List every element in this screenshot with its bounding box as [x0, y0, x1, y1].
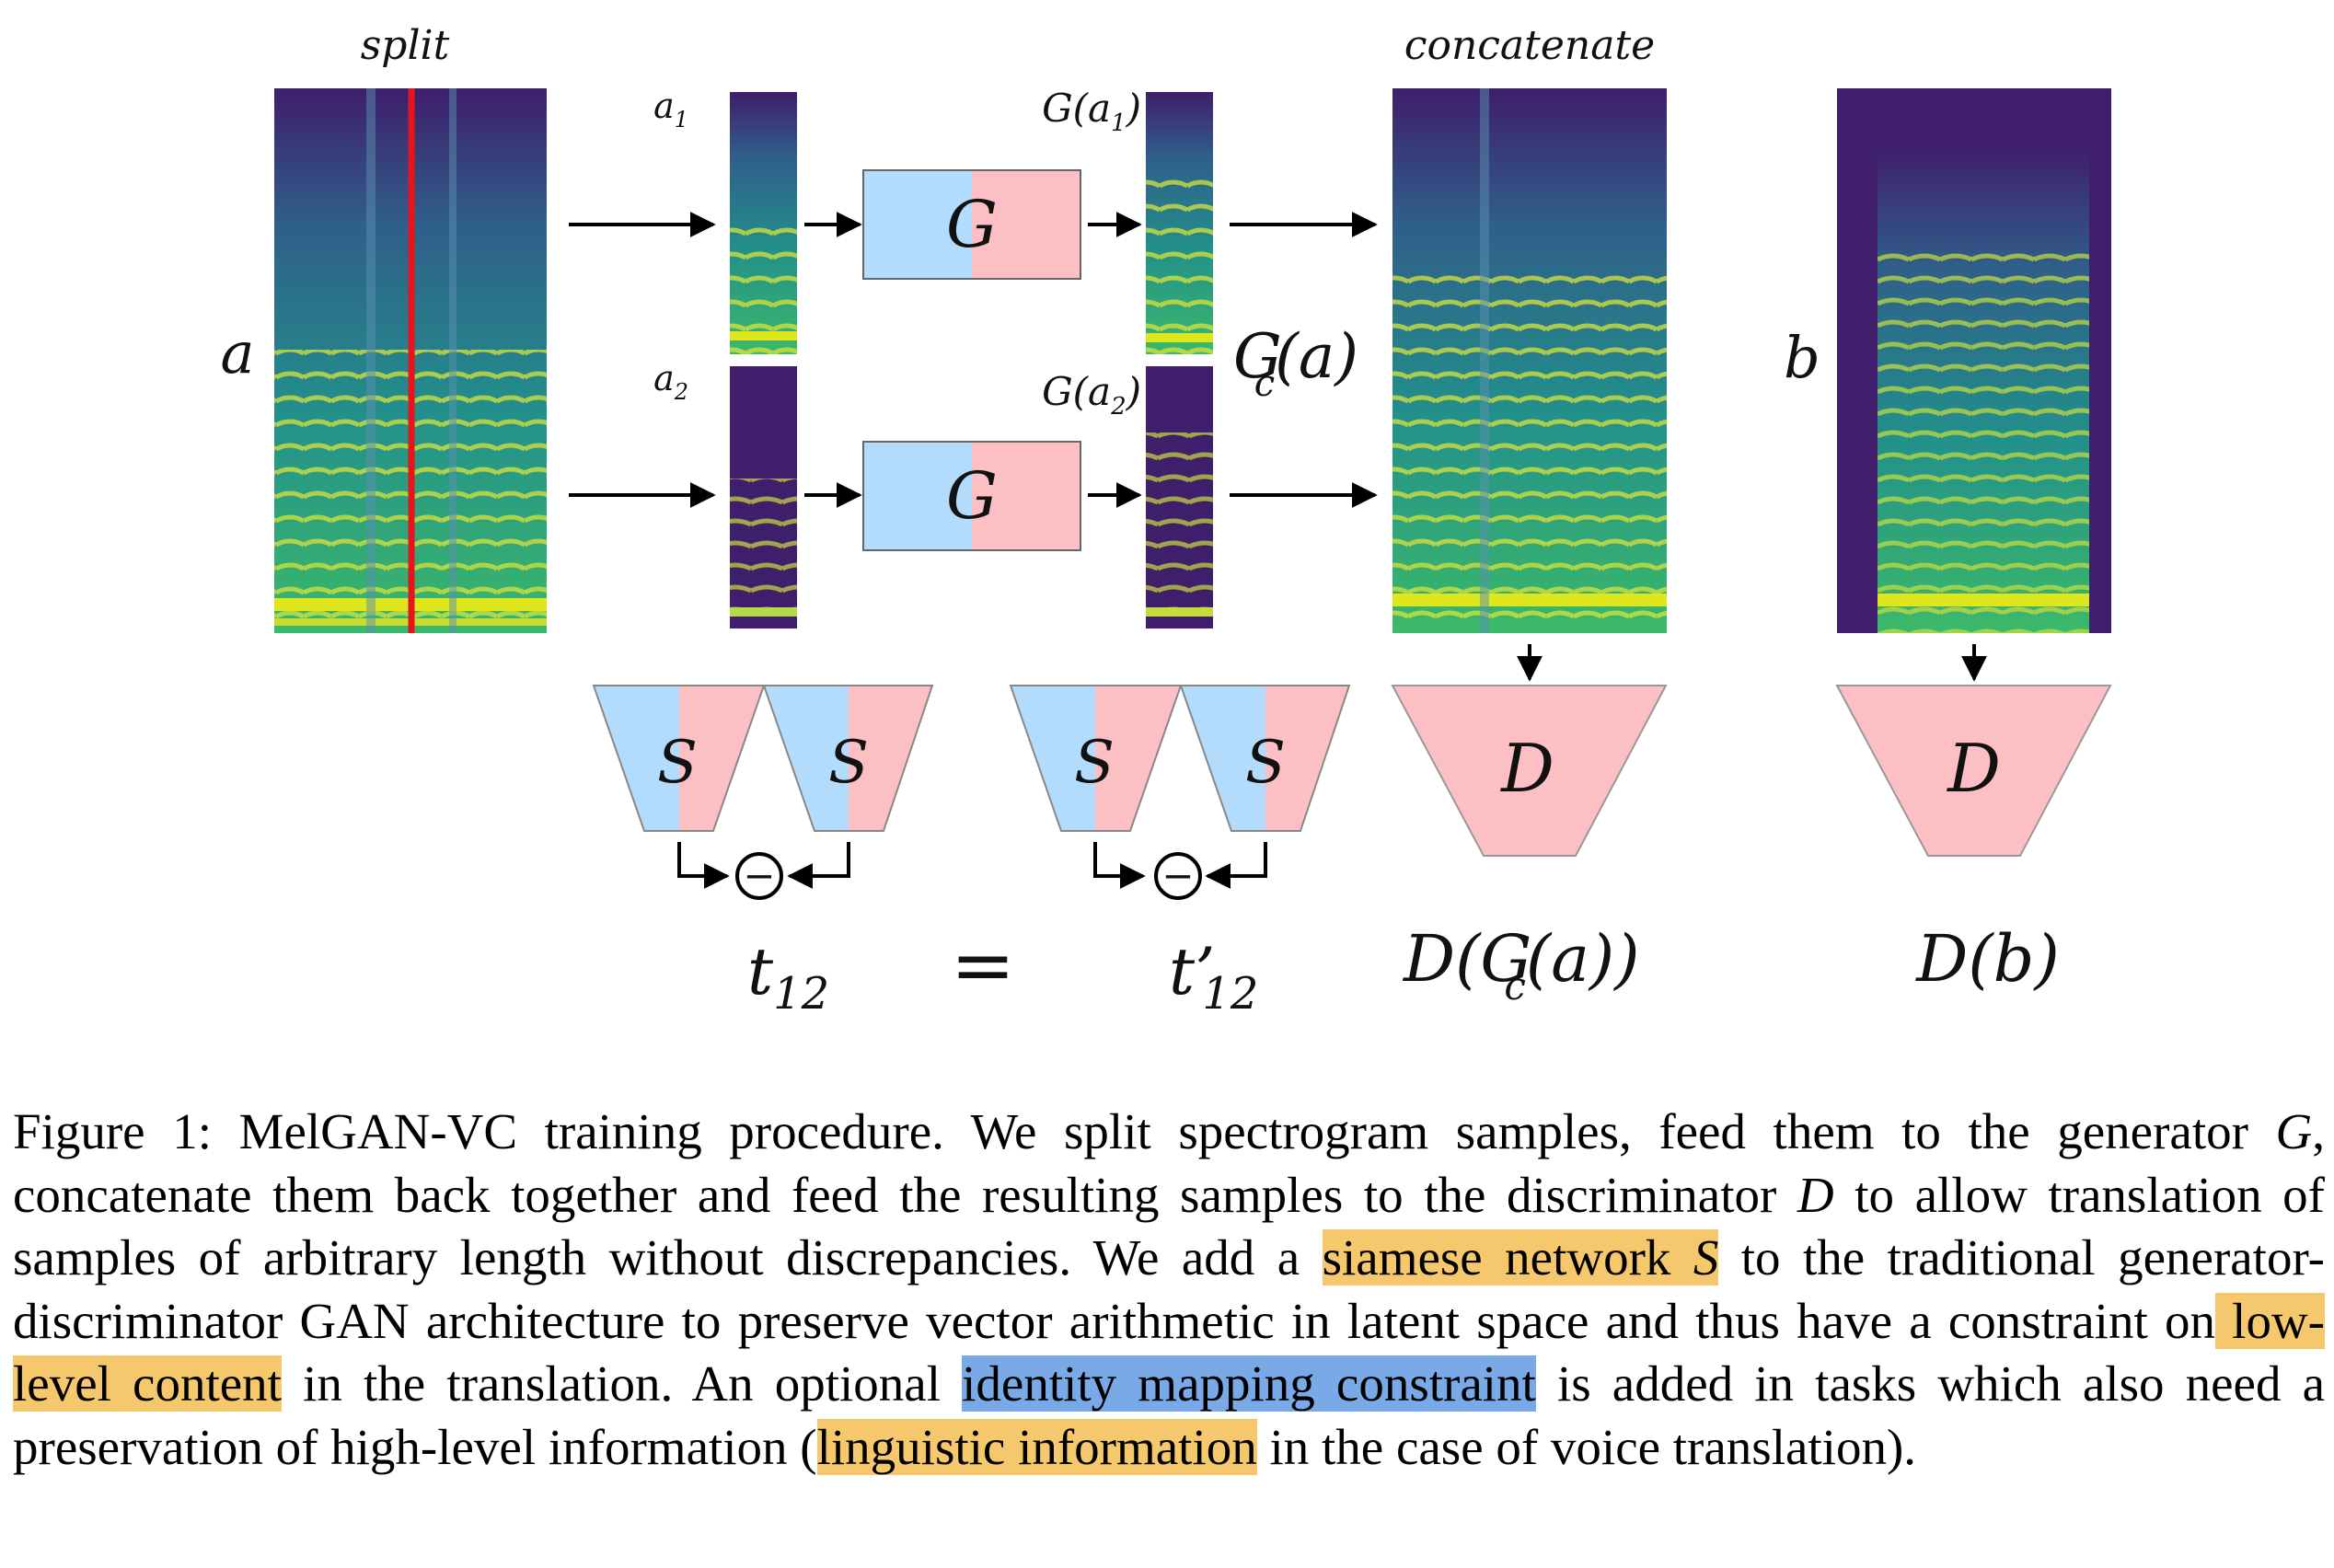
minus-operator-1	[735, 852, 783, 900]
gc-label-g: G	[1233, 321, 1282, 392]
spectrogram-a2	[730, 366, 797, 628]
highlight-identity-mapping: identity mapping constraint	[962, 1355, 1536, 1412]
discriminator-fake: D	[1391, 685, 1668, 857]
spectrogram-concatenated	[1392, 88, 1667, 633]
generator-bottom-label: G	[946, 458, 998, 534]
siamese-2b: S	[1179, 685, 1351, 832]
dgc-close: (a))	[1526, 921, 1640, 997]
caption-g: G	[2275, 1103, 2313, 1159]
siamese-1-connector-right	[787, 842, 850, 889]
svg-text:a1: a1	[653, 86, 688, 133]
t12p-label: t’	[1169, 934, 1215, 1009]
svg-text:t’12: t’12	[1169, 934, 1258, 1020]
generator-top: G	[862, 169, 1081, 280]
siamese-1-connector-left	[677, 842, 730, 889]
siamese-2a-label: S	[1074, 729, 1115, 797]
ga1-sub: 1	[1111, 110, 1127, 137]
siamese-1a: S	[592, 685, 766, 832]
spectrogram-b	[1837, 88, 2111, 633]
siamese-1b: S	[762, 685, 934, 832]
svg-text:D(Gc(a)): D(Gc(a))	[1402, 921, 1640, 1009]
ga1-label: G(a	[1042, 86, 1111, 131]
caption-hl1-s: S	[1693, 1229, 1719, 1286]
ga2-label: G(a	[1042, 369, 1111, 414]
minus-operator-2	[1154, 852, 1202, 900]
gc-label-sub: c	[1254, 363, 1275, 405]
concatenate-label: concatenate	[1404, 22, 1655, 69]
discriminator-real: D	[1835, 685, 2112, 857]
a2-sub: 2	[674, 379, 688, 405]
generator-bottom: G	[862, 441, 1081, 551]
dgc-open: D(G	[1402, 921, 1531, 997]
gc-label-rest: (a)	[1275, 321, 1358, 392]
generator-top-label: G	[946, 187, 998, 262]
input-b-label: b	[1784, 324, 1820, 391]
siamese-2-connector-right	[1205, 842, 1267, 889]
highlight-linguistic-information: linguistic information	[816, 1418, 1257, 1475]
dgc-sub: c	[1504, 963, 1526, 1009]
split-label: split	[361, 22, 450, 69]
ga2-close: )	[1126, 369, 1141, 414]
caption-hl1-text: siamese network	[1322, 1229, 1693, 1286]
caption-part5: in the translation. An optional	[281, 1355, 963, 1412]
caption-prefix: Figure 1: MelGAN-VC training procedure. …	[13, 1103, 2276, 1159]
t12-sub: 12	[773, 968, 829, 1020]
svg-text:G(a2): G(a2)	[1042, 369, 1141, 421]
siamese-2b-label: S	[1245, 729, 1286, 797]
siamese-2a: S	[1009, 685, 1183, 832]
caption-part4: to the traditional generator-discriminat…	[13, 1229, 2325, 1349]
db-label: D(b)	[1914, 921, 2060, 997]
discriminator-real-label: D	[1946, 730, 2001, 807]
caption-part6: is added in tasks which also need a pres…	[13, 1355, 2325, 1475]
ga1-close: )	[1126, 86, 1141, 131]
spectrogram-ga1	[1146, 92, 1213, 354]
spectrogram-a1	[730, 92, 797, 354]
input-a-label: a	[221, 319, 255, 386]
siamese-1b-label: S	[828, 729, 869, 797]
discriminator-fake-label: D	[1499, 730, 1554, 807]
siamese-2-connector-left	[1093, 842, 1146, 889]
minus-symbol-1: −	[743, 853, 775, 898]
svg-text:a2: a2	[653, 358, 688, 405]
a2-label: a	[653, 358, 675, 398]
svg-text:G(a1): G(a1)	[1042, 86, 1141, 137]
t12-label: t	[747, 934, 774, 1009]
spectrogram-ga2	[1146, 366, 1213, 628]
ga2-sub: 2	[1110, 393, 1127, 421]
a1-sub: 1	[675, 107, 688, 133]
minus-symbol-2: −	[1161, 853, 1194, 898]
highlight-siamese-network: siamese network S	[1322, 1229, 1719, 1286]
caption-part3: to allow translation of samples of arbit…	[13, 1166, 2325, 1286]
figure-diagram: split concatenate a a1 a2 G G	[221, 22, 2112, 1020]
caption-part7: in the case of voice translation).	[1256, 1418, 1917, 1475]
svg-text:t12: t12	[747, 934, 829, 1020]
svg-text:Gc(a): Gc(a)	[1233, 321, 1358, 405]
caption-d: D	[1797, 1166, 1834, 1223]
figure-caption: Figure 1: MelGAN-VC training procedure. …	[13, 1101, 2325, 1479]
equals-symbol: =	[951, 920, 1015, 1010]
siamese-1a-label: S	[657, 729, 698, 797]
t12p-sub: 12	[1202, 968, 1258, 1020]
caption-part2: , concatenate them back together and fee…	[13, 1103, 2325, 1223]
a1-label: a	[653, 86, 675, 126]
